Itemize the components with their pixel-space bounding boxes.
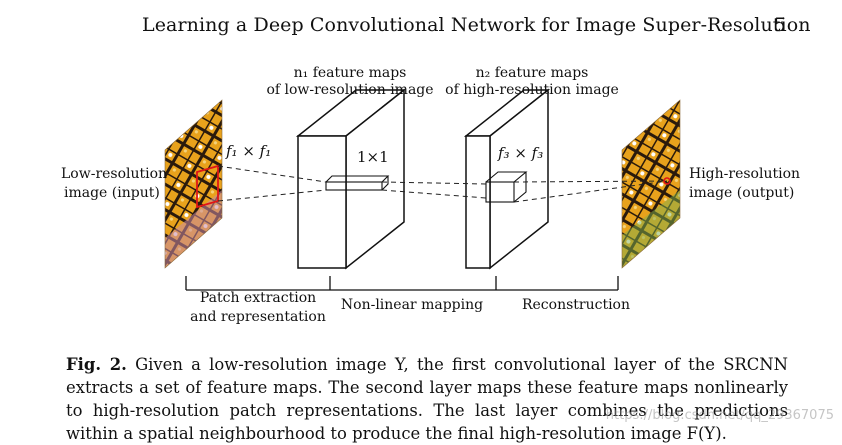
filter-1x1-label: 1×1 [357, 148, 389, 166]
patch-box-f3 [485, 171, 528, 203]
input-label-line2: image (input) [64, 185, 160, 201]
input-label-line1: Low-resolution [61, 166, 167, 182]
maps2-label-line1: n₂ feature maps [476, 65, 589, 81]
input-image [164, 99, 223, 269]
running-title: Learning a Deep Convolutional Network fo… [142, 14, 811, 36]
stage3-label: Reconstruction [522, 297, 630, 313]
page-number: 5 [773, 14, 786, 36]
figure-caption: Fig. 2. Given a low-resolution image Y, … [66, 353, 788, 445]
maps2-label-line2: of high-resolution image [445, 82, 619, 98]
filter-f3-label: f₃ × f₃ [497, 144, 543, 162]
stage1-label-line2: and representation [190, 309, 326, 325]
page-header: Learning a Deep Convolutional Network fo… [0, 14, 842, 42]
feature-block-2 [463, 88, 551, 270]
feature-block-1 [295, 88, 407, 270]
output-image [621, 99, 681, 269]
connection-lines [217, 165, 668, 203]
stage2-label: Non-linear mapping [341, 297, 483, 313]
caption-text: Given a low-resolution image Y, the firs… [66, 355, 788, 444]
filter-f1-label: f₁ × f₁ [225, 142, 271, 160]
caption-label: Fig. 2. [66, 355, 127, 375]
maps1-label-line1: n₁ feature maps [294, 65, 407, 81]
output-label-line2: image (output) [689, 185, 794, 201]
stage1-label-line1: Patch extraction [200, 290, 316, 306]
watermark: https://blog.csdn.net/qq_29367075 [605, 408, 834, 423]
maps1-label-line2: of low-resolution image [266, 82, 433, 98]
output-pixel-marker [663, 177, 671, 185]
patch-box-1x1 [325, 175, 390, 191]
stage-bracket [185, 276, 619, 291]
output-label-line1: High-resolution [689, 166, 800, 182]
